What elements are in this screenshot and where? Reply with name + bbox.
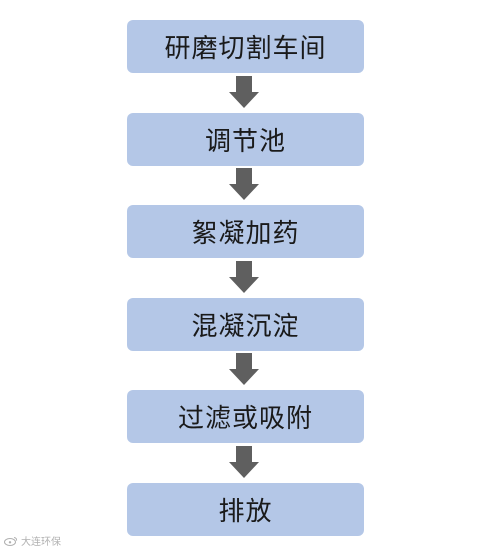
watermark-text: 大连环保 — [21, 537, 61, 548]
watermark: 大连环保 — [4, 533, 61, 548]
step-regulating-tank: 调节池 — [127, 113, 364, 166]
step-label: 研磨切割车间 — [164, 34, 327, 64]
step-discharge: 排放 — [127, 483, 364, 536]
down-arrow-icon — [229, 353, 259, 387]
down-arrow-icon — [229, 76, 259, 110]
step-flocculant-dosing: 絮凝加药 — [127, 205, 364, 258]
step-grinding-cutting-workshop: 研磨切割车间 — [127, 20, 364, 73]
step-filtration-or-adsorption: 过滤或吸附 — [127, 390, 364, 443]
step-coagulation-sedimentation: 混凝沉淀 — [127, 298, 364, 351]
step-label: 调节池 — [204, 127, 286, 157]
weibo-icon — [4, 536, 18, 546]
step-label: 过滤或吸附 — [177, 404, 313, 434]
step-label: 混凝沉淀 — [191, 312, 300, 342]
down-arrow-icon — [229, 168, 259, 202]
step-label: 排放 — [218, 497, 273, 527]
down-arrow-icon — [229, 446, 259, 480]
step-label: 絮凝加药 — [191, 219, 300, 249]
down-arrow-icon — [229, 261, 259, 295]
